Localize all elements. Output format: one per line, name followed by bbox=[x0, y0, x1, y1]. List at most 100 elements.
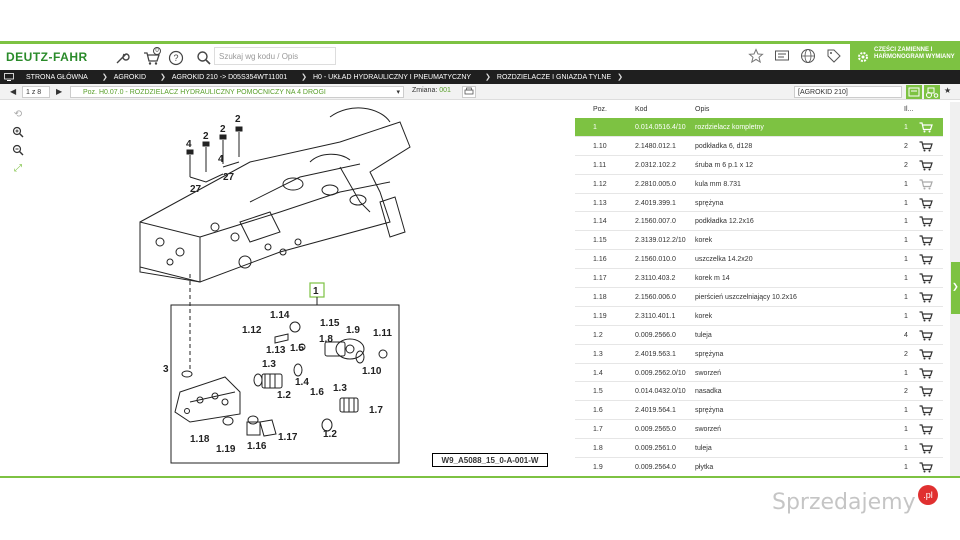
tractor-button[interactable] bbox=[924, 85, 940, 99]
callout-1-10: 1.10 bbox=[362, 366, 382, 377]
message-icon[interactable] bbox=[774, 48, 792, 66]
add-to-cart-icon[interactable] bbox=[919, 292, 933, 303]
col-header-qty[interactable]: Il... bbox=[904, 106, 914, 113]
wrench-icon[interactable] bbox=[112, 48, 132, 68]
add-to-cart-icon[interactable] bbox=[919, 141, 933, 152]
next-page-icon[interactable]: ▶ bbox=[56, 87, 63, 96]
favorite-icon[interactable]: ★ bbox=[944, 86, 952, 95]
prev-page-icon[interactable]: ◀ bbox=[10, 87, 17, 96]
breadcrumb-item[interactable]: STRONA GŁÓWNA bbox=[18, 74, 92, 81]
position-select[interactable]: Poz. H0.07.0 - ROZDZIELACZ HYDRAULICZNY … bbox=[70, 86, 404, 98]
zoom-out-icon[interactable] bbox=[12, 144, 24, 156]
catalog-icon bbox=[908, 87, 920, 97]
add-to-cart-icon[interactable] bbox=[919, 405, 933, 416]
breadcrumb-item[interactable]: ❯H0 - UKŁAD HYDRAULICZNY I PNEUMATYCZNY bbox=[291, 73, 475, 82]
cell-poz: 1.2 bbox=[593, 331, 603, 339]
add-to-cart-icon[interactable] bbox=[919, 273, 933, 284]
col-header-opis[interactable]: Opis bbox=[695, 106, 710, 113]
expand-side-tab[interactable] bbox=[951, 262, 960, 314]
cart-icon[interactable]: 0 bbox=[142, 47, 162, 68]
watermark-badge: .pl bbox=[918, 485, 938, 505]
cell-qty: 2 bbox=[904, 161, 908, 169]
cell-qty: 1 bbox=[904, 218, 908, 226]
tag-icon[interactable] bbox=[826, 48, 844, 66]
cell-poz: 1.4 bbox=[593, 369, 603, 377]
add-to-cart-icon[interactable] bbox=[919, 443, 933, 454]
globe-icon[interactable] bbox=[800, 48, 818, 66]
catalog-button[interactable] bbox=[906, 85, 922, 99]
add-to-cart-icon[interactable] bbox=[919, 386, 933, 397]
watermark-text: Sprzedajemy bbox=[772, 490, 916, 515]
brand-logo[interactable]: DEUTZ-FAHR bbox=[6, 50, 88, 64]
breadcrumb-item[interactable]: ❯ROZDZIELACZE I GNIAZDA TYLNE❯ bbox=[475, 73, 627, 82]
add-to-cart-icon[interactable] bbox=[919, 235, 933, 246]
cell-kod: 2.3110.401.1 bbox=[635, 312, 676, 320]
callout-1-19: 1.19 bbox=[216, 444, 236, 455]
model-field[interactable]: [AGROKID 210] bbox=[794, 86, 902, 98]
callout-1: 1 bbox=[313, 286, 319, 297]
search-input[interactable]: Szukaj wg kodu / Opis bbox=[214, 47, 336, 65]
cell-kod: 0.009.2562.0/10 bbox=[635, 369, 686, 377]
print-button[interactable] bbox=[462, 86, 476, 98]
refresh-icon[interactable]: ⟲ bbox=[13, 108, 23, 120]
col-header-poz[interactable]: Poz. bbox=[593, 106, 608, 113]
callout-1-5: 1.5 bbox=[290, 343, 304, 354]
zoom-in-icon[interactable] bbox=[12, 126, 24, 138]
cell-opis: sworzeń bbox=[695, 369, 722, 377]
cell-qty: 1 bbox=[904, 199, 908, 207]
cell-opis: sworzeń bbox=[695, 426, 722, 434]
exploded-parts-diagram[interactable]: 1 1.14 1.15 1.12 1.13 1.5 1.8 1.9 1.11 1… bbox=[40, 102, 570, 472]
cell-poz: 1.18 bbox=[593, 294, 607, 302]
cell-kod: 2.4019.399.1 bbox=[635, 199, 676, 207]
cell-opis: kula mm 8.731 bbox=[695, 180, 741, 188]
add-to-cart-icon[interactable] bbox=[919, 330, 933, 341]
breadcrumb-item[interactable]: ❯AGROKID bbox=[92, 73, 150, 82]
add-to-cart-icon[interactable] bbox=[919, 311, 933, 322]
add-to-cart-icon[interactable] bbox=[919, 122, 933, 133]
star-icon[interactable] bbox=[748, 48, 766, 66]
help-icon[interactable]: ? bbox=[166, 48, 186, 68]
add-to-cart-icon[interactable] bbox=[919, 254, 933, 265]
add-to-cart-icon[interactable] bbox=[919, 367, 933, 379]
add-to-cart-icon[interactable] bbox=[919, 197, 933, 209]
add-to-cart-icon[interactable] bbox=[919, 160, 933, 171]
add-to-cart-icon[interactable] bbox=[919, 349, 933, 360]
home-icon-wrap[interactable] bbox=[0, 73, 18, 81]
add-to-cart-icon[interactable] bbox=[919, 216, 933, 227]
fullscreen-icon[interactable]: ⤢ bbox=[14, 162, 22, 174]
cell-qty: 1 bbox=[904, 464, 908, 472]
spare-parts-schedule-button[interactable]: CZĘŚCI ZAMIENNE I HARMONOGRAM WYMIANY bbox=[850, 44, 960, 70]
cell-kod: 0.009.2566.0 bbox=[635, 331, 676, 339]
cell-qty: 2 bbox=[904, 350, 908, 358]
add-to-cart-icon[interactable] bbox=[919, 462, 933, 473]
callout-1-15: 1.15 bbox=[320, 318, 340, 329]
add-to-cart-icon[interactable] bbox=[919, 424, 933, 435]
col-header-kod[interactable]: Kod bbox=[635, 106, 648, 113]
breadcrumb-item[interactable]: ❯AGROKID 210 -> D05S354WT11001 bbox=[150, 73, 291, 82]
add-to-cart-icon[interactable] bbox=[919, 179, 933, 190]
breadcrumb-label: ROZDZIELACZE I GNIAZDA TYLNE bbox=[496, 73, 612, 81]
search-icon[interactable] bbox=[194, 48, 214, 68]
callout-4a: 4 bbox=[186, 139, 192, 150]
page-indicator[interactable]: 1 z 8 bbox=[22, 86, 50, 98]
